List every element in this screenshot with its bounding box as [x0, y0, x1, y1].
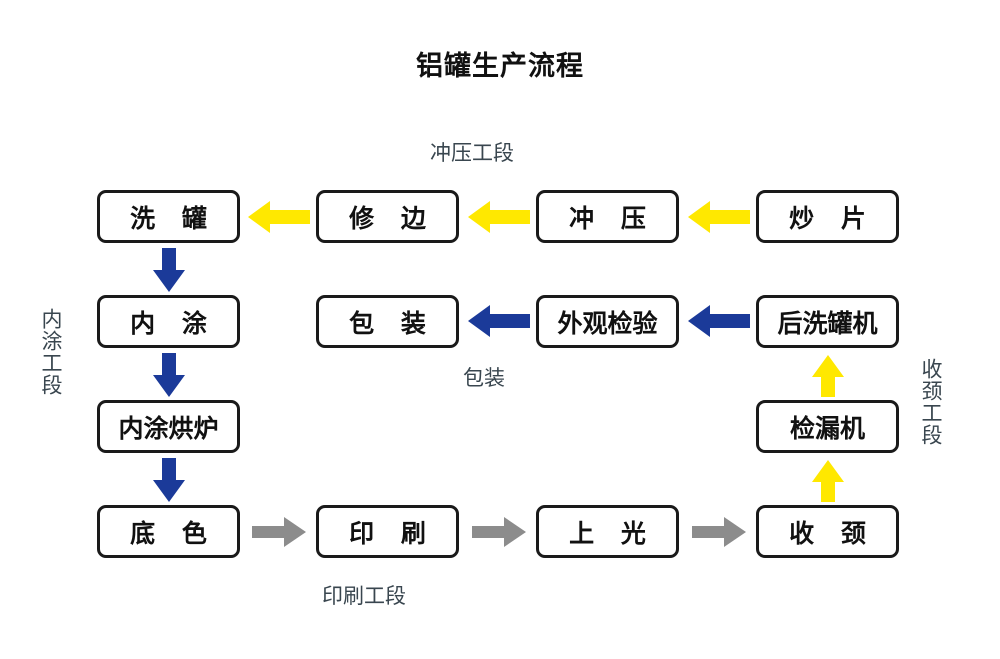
node-shang-guang[interactable]: 上 光 — [536, 505, 679, 558]
section-label-necking: 收颈工段 — [919, 358, 943, 446]
node-bao-zhuang[interactable]: 包 装 — [316, 295, 459, 348]
arrow-di-se-to-yin-shua — [252, 516, 306, 548]
node-wai-guan-jian-yan[interactable]: 外观检验 — [536, 295, 679, 348]
arrow-hou-xi-guan-ji-to-wai-guan — [688, 303, 750, 339]
section-label-packaging: 包装 — [463, 366, 505, 390]
arrow-shang-guang-to-shou-jing — [692, 516, 746, 548]
arrow-shou-jing-to-jian-lou-ji — [810, 460, 846, 502]
node-jian-lou-ji[interactable]: 检漏机 — [756, 400, 899, 453]
arrow-jian-lou-ji-to-hou-xi-guan-ji — [810, 355, 846, 397]
node-chao-pian[interactable]: 炒 片 — [756, 190, 899, 243]
node-xiu-bian[interactable]: 修 边 — [316, 190, 459, 243]
section-label-printing: 印刷工段 — [322, 584, 406, 608]
node-nei-tu-hong-lu[interactable]: 内涂烘炉 — [97, 400, 240, 453]
arrow-xi-guan-to-nei-tu — [149, 248, 189, 292]
node-hou-xi-guan-ji[interactable]: 后洗罐机 — [756, 295, 899, 348]
section-label-stamping: 冲压工段 — [430, 141, 514, 165]
arrow-chong-ya-to-xiu-bian — [468, 199, 530, 235]
node-nei-tu[interactable]: 内 涂 — [97, 295, 240, 348]
arrow-chao-pian-to-chong-ya — [688, 199, 750, 235]
arrow-yin-shua-to-shang-guang — [472, 516, 526, 548]
page-title: 铝罐生产流程 — [416, 51, 584, 82]
node-chong-ya[interactable]: 冲 压 — [536, 190, 679, 243]
section-label-inner-coat: 内涂工段 — [39, 308, 63, 396]
node-xi-guan[interactable]: 洗 罐 — [97, 190, 240, 243]
node-yin-shua[interactable]: 印 刷 — [316, 505, 459, 558]
node-di-se[interactable]: 底 色 — [97, 505, 240, 558]
node-shou-jing[interactable]: 收 颈 — [756, 505, 899, 558]
arrow-nei-tu-hong-lu-to-di-se — [149, 458, 189, 502]
arrow-wai-guan-to-bao-zhuang — [468, 303, 530, 339]
arrow-nei-tu-to-nei-tu-hong-lu — [149, 353, 189, 397]
arrow-xiu-bian-to-xi-guan — [248, 199, 310, 235]
